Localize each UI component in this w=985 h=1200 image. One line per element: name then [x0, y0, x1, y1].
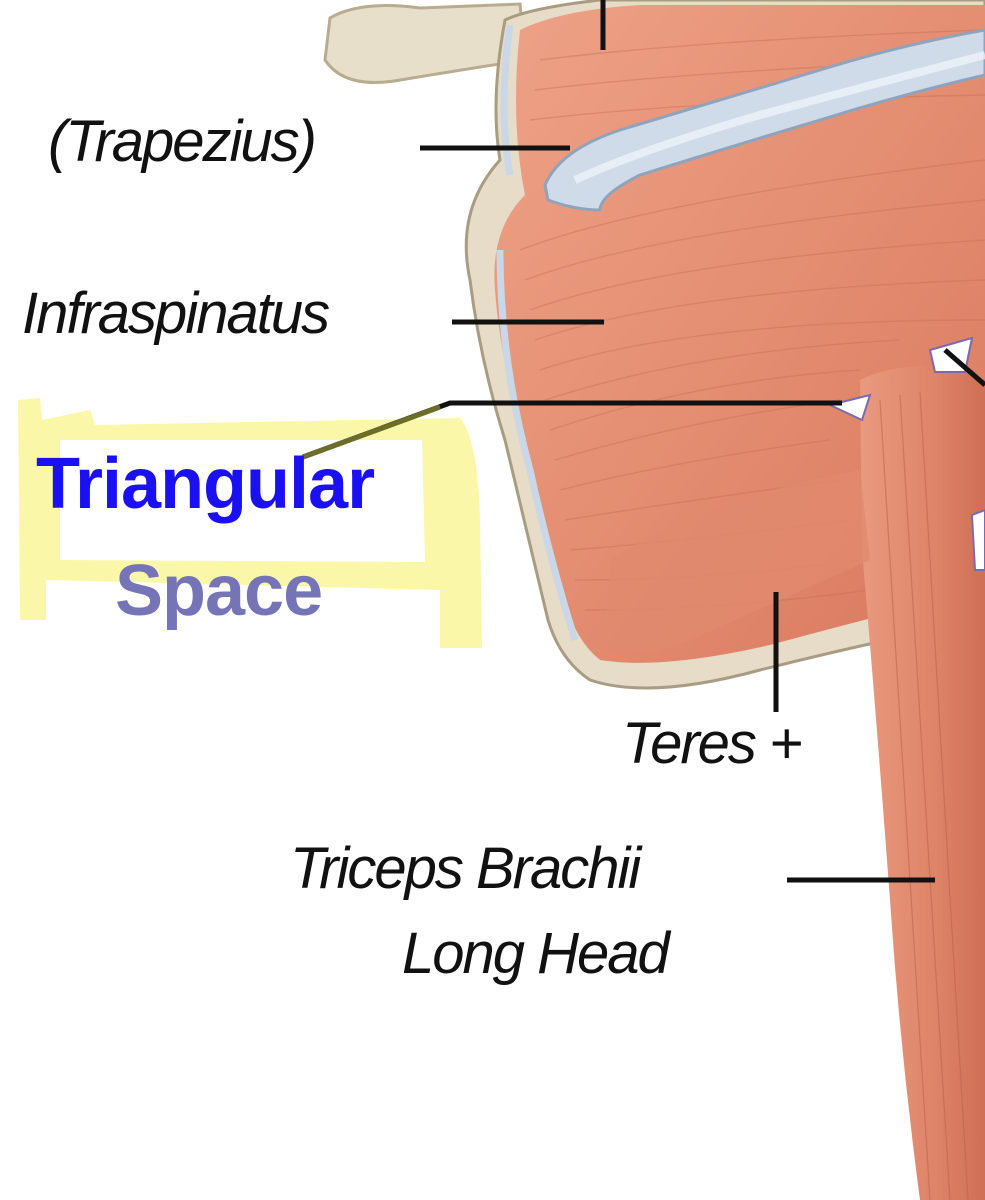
highlighter-mark	[18, 398, 482, 648]
clavicle-bone	[323, 2, 527, 84]
triangular-space-gap	[827, 393, 872, 422]
label-trapezius: (Trapezius)	[48, 109, 317, 174]
label-infraspinatus: Infraspinatus	[22, 281, 330, 346]
label-triceps-brachii: Triceps Brachii	[290, 836, 641, 901]
label-long-head: Long Head	[402, 921, 670, 986]
scapula-border	[496, 24, 579, 642]
label-space: Space	[115, 551, 323, 631]
teres-muscle	[605, 470, 870, 654]
label-triangular: Triangular	[36, 444, 375, 524]
scapula-spine	[543, 28, 985, 212]
label-teres: Teres +	[622, 711, 803, 776]
